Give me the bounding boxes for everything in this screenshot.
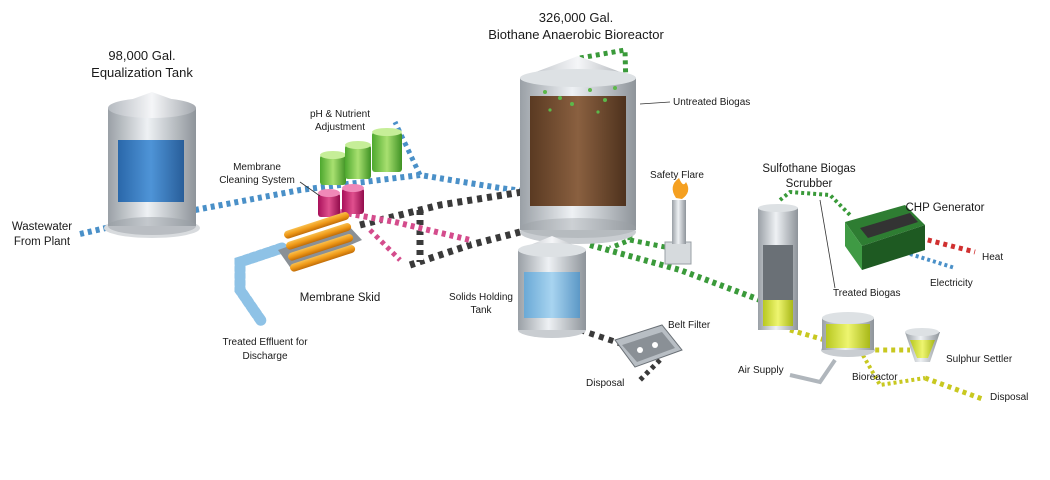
- ph-nutrient-tanks: [320, 128, 402, 185]
- sulfothane-scrubber: [758, 204, 798, 330]
- disposal-left-label: Disposal: [586, 378, 624, 389]
- gas-bubbles: [543, 86, 617, 114]
- air-supply-pipe: [789, 358, 837, 385]
- disposal-right-label: Disposal: [990, 392, 1028, 403]
- sulphur-settler: [905, 328, 940, 362]
- chp-generator-label: CHP Generator: [905, 202, 984, 214]
- solids-holding-tank: [518, 236, 586, 338]
- sulphur-pipes: [789, 327, 986, 403]
- treated-effluent-pipe: [234, 242, 288, 328]
- biothane-bioreactor: [520, 56, 636, 244]
- wastewater-label-line1: Wastewater: [12, 221, 72, 233]
- electricity-label: Electricity: [930, 278, 973, 289]
- membrane-skid: [278, 212, 362, 272]
- membrane-skid-label: Membrane Skid: [300, 292, 381, 304]
- treated-effluent-label-line1: Treated Effluent for: [222, 337, 308, 348]
- scrubber-label-line2: Scrubber: [786, 178, 833, 190]
- scrubber-label-line1: Sulfothane Biogas: [762, 163, 856, 175]
- equalization-tank-label-line2: Equalization Tank: [91, 65, 193, 80]
- safety-flare-label: Safety Flare: [650, 170, 704, 181]
- flame-icon: [672, 178, 689, 199]
- heat-pipe: [919, 235, 976, 255]
- safety-flare: [664, 178, 692, 265]
- small-bioreactor: [821, 312, 875, 357]
- equalization-tank-label-line1: 98,000 Gal.: [108, 48, 175, 63]
- ph-nutrient-label-line1: pH & Nutrient: [310, 109, 370, 120]
- membrane-cleaning-label-line1: Membrane: [233, 162, 281, 173]
- electricity-pipe: [909, 252, 956, 270]
- sulphur-settler-label: Sulphur Settler: [946, 354, 1013, 365]
- bioreactor-label-line1: 326,000 Gal.: [539, 10, 613, 25]
- solids-holding-tank-label-line2: Tank: [470, 305, 492, 316]
- heat-label: Heat: [982, 252, 1003, 263]
- wastewater-label-line2: From Plant: [14, 236, 71, 248]
- chemical-pipes: [339, 209, 471, 262]
- pipes: [79, 47, 986, 403]
- belt-filter: [614, 324, 683, 368]
- membrane-cleaning-label-line2: Cleaning System: [219, 175, 295, 186]
- labels: 98,000 Gal. Equalization Tank 326,000 Ga…: [12, 10, 1029, 403]
- equalization-tank: [104, 92, 200, 238]
- chp-generator: [845, 205, 925, 270]
- small-bioreactor-label: Bioreactor: [852, 372, 898, 383]
- membrane-cleaning-tanks: [318, 184, 364, 217]
- untreated-biogas-label: Untreated Biogas: [673, 97, 750, 108]
- bioreactor-label-line2: Biothane Anaerobic Bioreactor: [488, 27, 664, 42]
- ph-nutrient-label-line2: Adjustment: [315, 122, 365, 133]
- belt-filter-label: Belt Filter: [668, 320, 711, 331]
- treated-biogas-label: Treated Biogas: [833, 288, 900, 299]
- treated-effluent-label-line2: Discharge: [242, 351, 287, 362]
- membrane-tubes: [284, 212, 356, 272]
- solids-holding-tank-label-line1: Solids Holding: [449, 292, 513, 303]
- treated-biogas-pipe: [778, 189, 852, 217]
- air-supply-label: Air Supply: [738, 365, 784, 376]
